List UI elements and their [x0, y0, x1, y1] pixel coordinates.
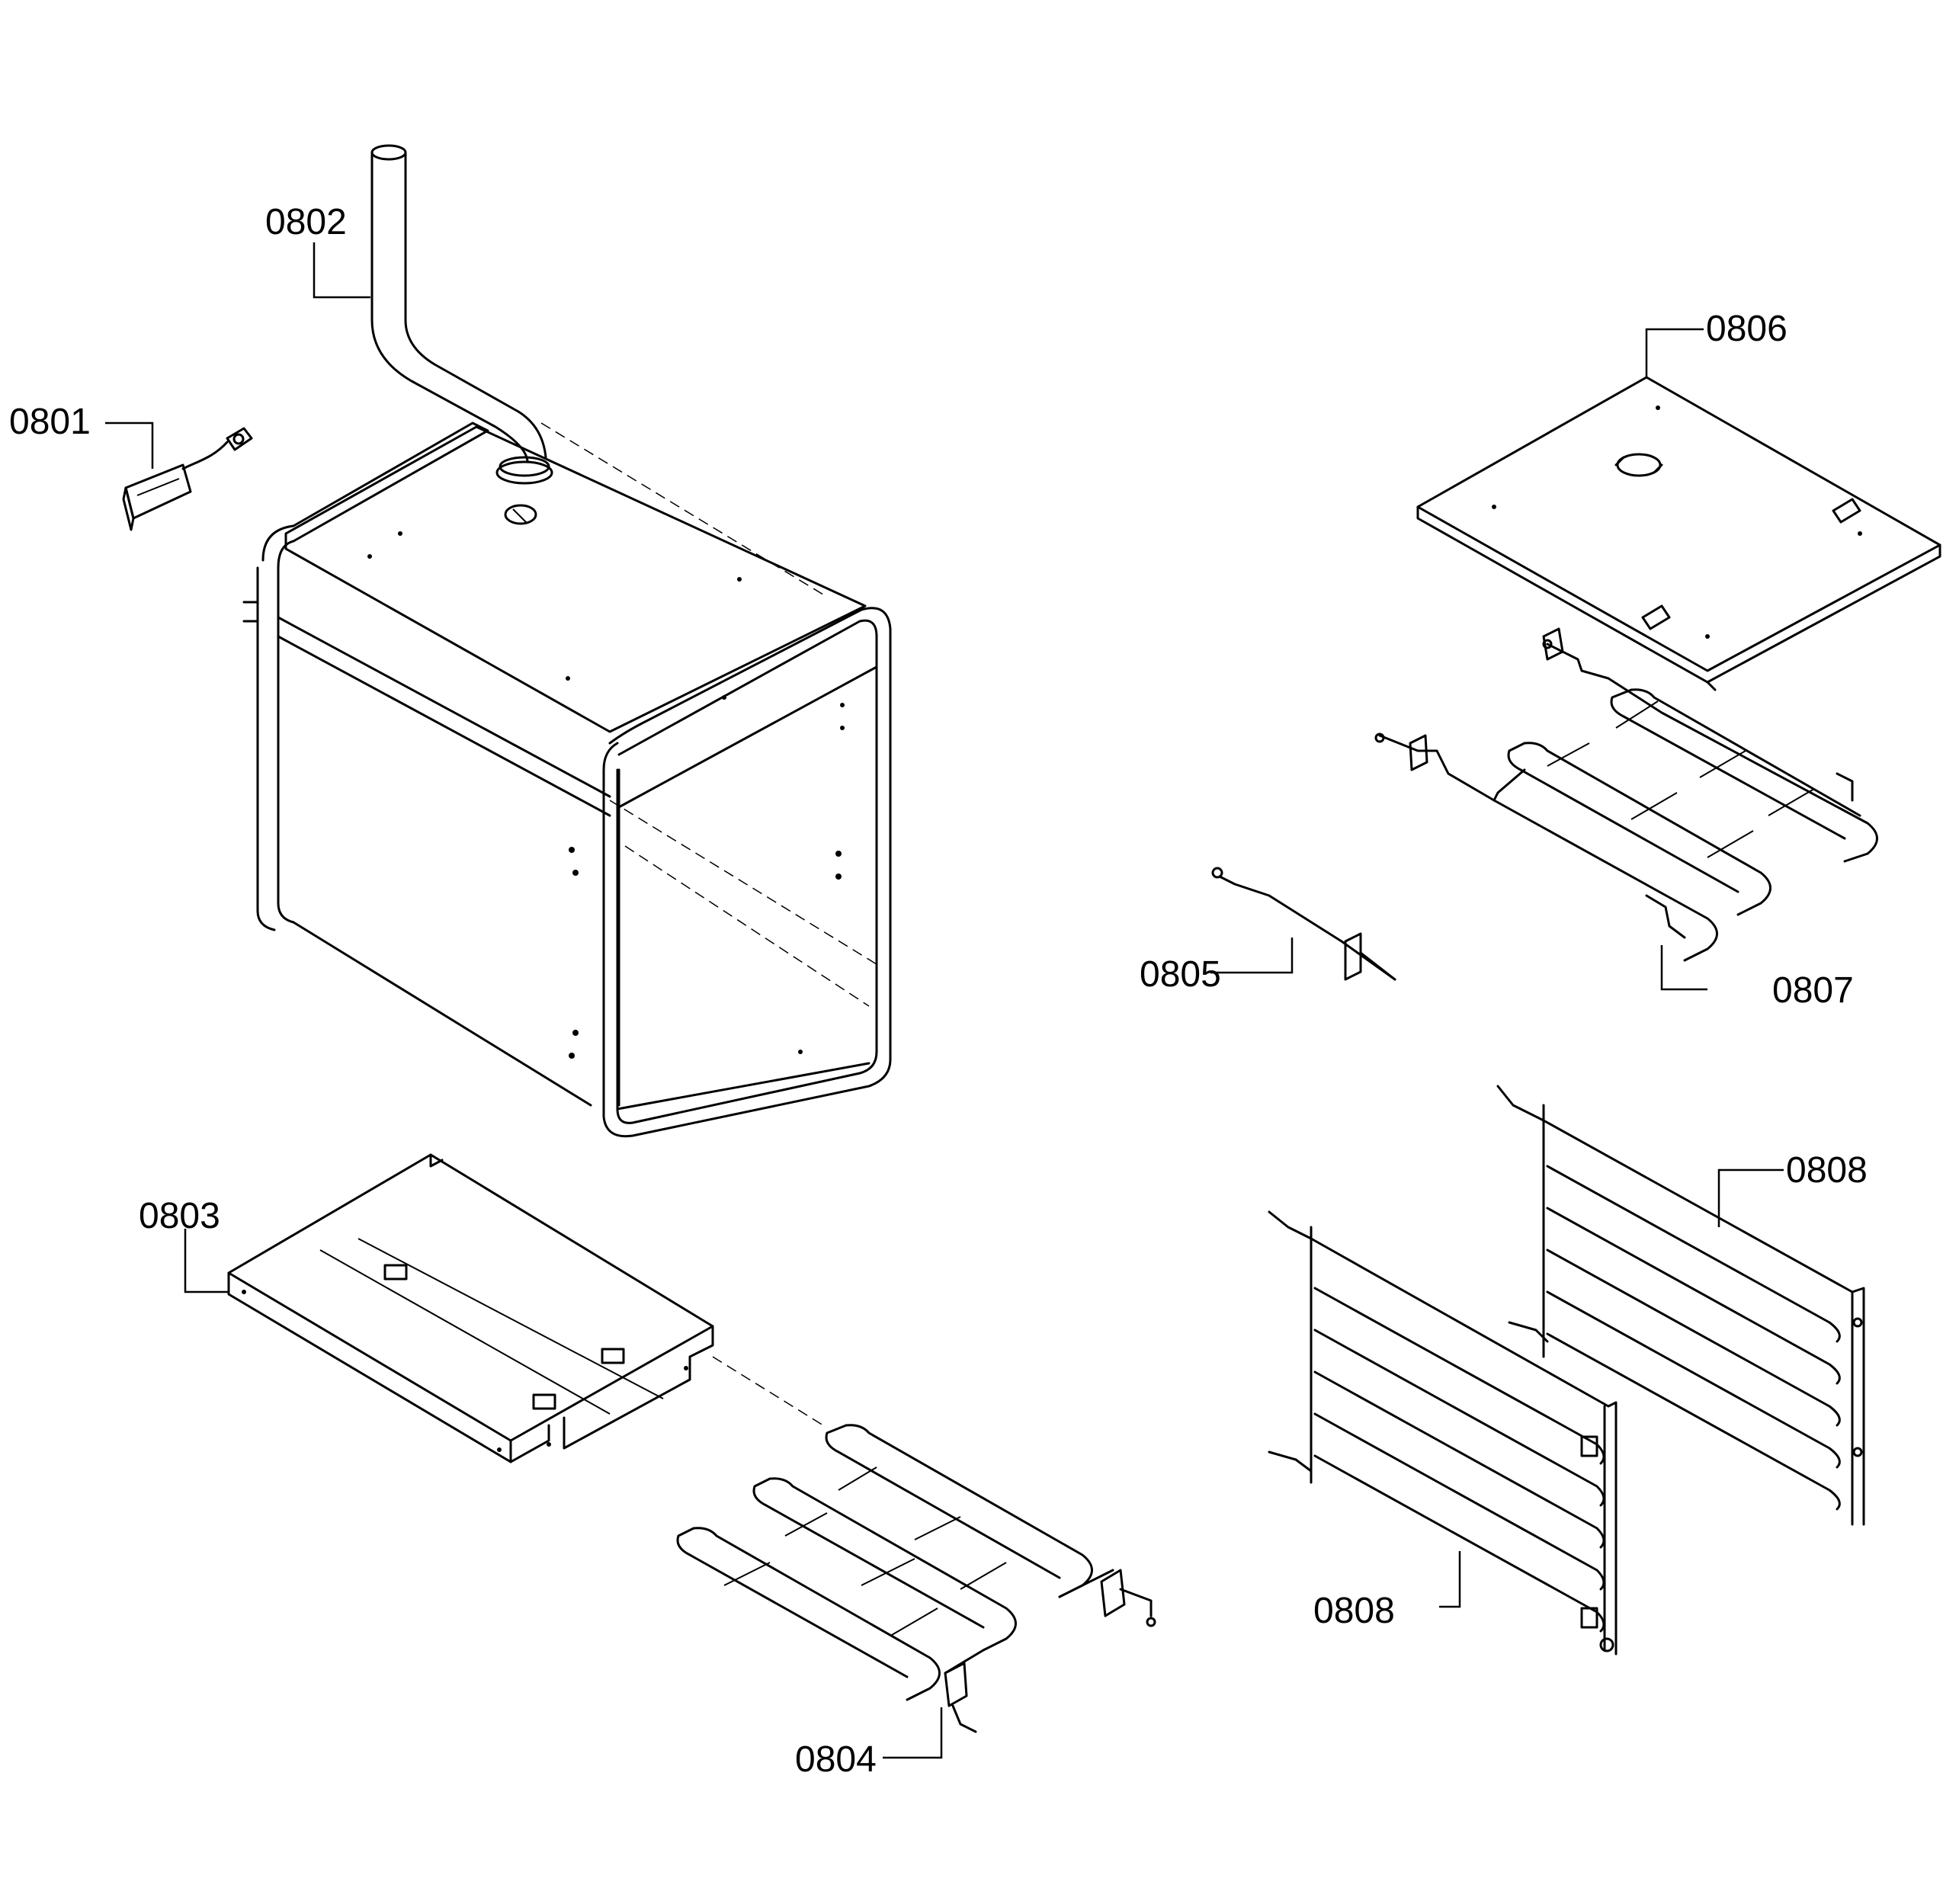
leader-0806	[1645, 328, 1704, 377]
part-0808-shelf-support-left	[1268, 1210, 1618, 1656]
leader-0808b	[1439, 1551, 1461, 1608]
callout-0806: 0806	[1706, 309, 1787, 349]
leader-0803	[184, 1229, 229, 1293]
assembly-line-0803-0804	[712, 1356, 824, 1426]
part-0806-cover-plate	[1416, 376, 1941, 691]
oven-cavity	[242, 422, 892, 1138]
part-0801-lamp-module	[122, 427, 253, 531]
callout-0803: 0803	[139, 1196, 220, 1236]
part-0808-shelf-support-right	[1496, 1085, 1865, 1526]
callout-0801: 0801	[9, 402, 91, 442]
part-0804-lower-element	[676, 1424, 1156, 1733]
part-0807-upper-element	[1374, 627, 1878, 962]
part-0805-sensor	[1211, 867, 1396, 981]
callout-0804: 0804	[795, 1739, 877, 1780]
callout-0807: 0807	[1772, 970, 1854, 1011]
leader-0801	[105, 422, 154, 469]
leader-0808a	[1717, 1168, 1784, 1227]
leader-0807	[1660, 945, 1707, 991]
callout-0802: 0802	[265, 202, 347, 242]
callout-0808-right: 0808	[1786, 1150, 1868, 1191]
leader-0805	[1210, 938, 1294, 974]
leader-0802	[313, 242, 370, 299]
callout-0808-left: 0808	[1313, 1591, 1395, 1631]
callout-0805: 0805	[1140, 954, 1221, 995]
part-0802-flue-pipe	[370, 144, 553, 525]
leader-0804	[883, 1707, 943, 1759]
part-0803-bottom-tray	[227, 1153, 714, 1463]
